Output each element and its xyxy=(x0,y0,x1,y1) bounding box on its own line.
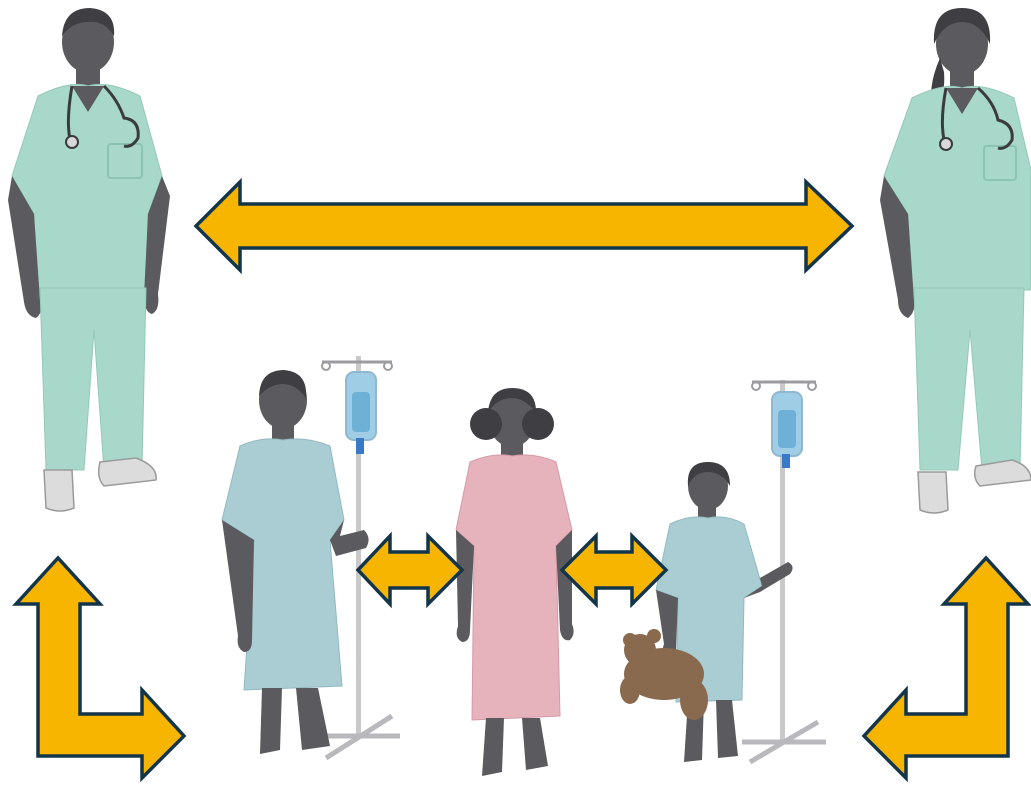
arrow-left-doctor-to-patients xyxy=(16,558,184,778)
patient-woman-figure xyxy=(456,388,574,776)
arrow-doctor-to-doctor xyxy=(196,182,852,270)
arrow-right-doctor-to-patients xyxy=(864,558,1028,778)
doctor-right-figure xyxy=(880,8,1031,513)
doctor-left-figure xyxy=(8,8,170,511)
arrow-man-to-woman xyxy=(358,536,462,604)
arrow-woman-to-child xyxy=(562,536,666,604)
